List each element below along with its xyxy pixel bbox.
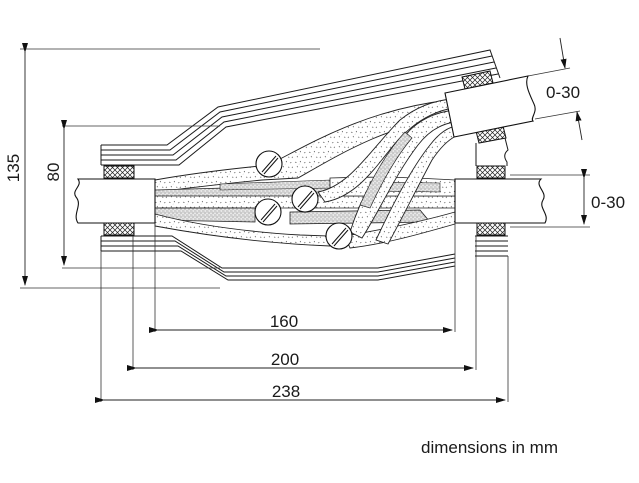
seal-left-bottom [103,222,135,236]
insulated-cores [154,98,457,249]
dimension-lines [22,37,587,403]
branch-cable [444,75,536,138]
seal-right-bottom [476,222,506,236]
dim-label-branch-cable: 0-30 [546,83,580,102]
dim-label-160: 160 [270,312,298,331]
seal-left-top [103,165,135,179]
dim-arrow-branch-top [559,37,567,69]
sleeve-shell-top [100,49,501,166]
dim-label-238: 238 [272,382,300,401]
dim-arrow-branch-bottom [575,111,583,141]
dim-label-135: 135 [4,154,23,182]
left-cable [74,178,156,224]
extension-lines [20,48,590,402]
connector-screw-1 [255,150,283,178]
connectors [254,150,353,250]
connector-screw-2 [291,185,319,213]
units-caption: dimensions in mm [421,438,558,457]
dim-label-80: 80 [44,163,63,182]
dim-label-main-cable: 0-30 [591,193,625,212]
sleeve-shell-bottom [100,235,508,281]
dim-label-200: 200 [271,350,299,369]
connector-screw-4 [325,222,353,250]
connector-screw-3 [254,198,282,226]
seal-right-top [476,165,506,179]
right-cable [454,178,547,224]
